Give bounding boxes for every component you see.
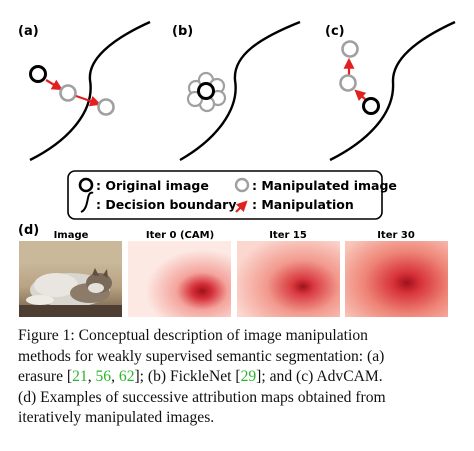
panel-a-manipulated-circle-1	[59, 84, 77, 102]
legend-manipulation-icon	[235, 200, 248, 213]
figure-caption: Figure 1: Conceptual description of imag…	[18, 326, 464, 429]
panel-c-manipulated-circle-2	[341, 40, 359, 58]
caption-ficklenet-text: ]; (b) FickleNet [	[134, 368, 241, 385]
panel-c-label: (c)	[325, 24, 345, 39]
attribution-map-iter30	[345, 241, 448, 317]
panel-b-label: (b)	[172, 24, 193, 39]
panel-c-decision-boundary	[329, 20, 456, 162]
legend-boundary-label: : Decision boundary	[96, 197, 237, 212]
panel-a-decision-boundary	[29, 20, 151, 162]
panel-a-arrow-1	[45, 79, 63, 91]
caption-advcam-text: ]; and (c) AdvCAM.	[256, 368, 383, 385]
legend-manipulated-icon	[234, 177, 250, 193]
panel-c-original-circle	[362, 97, 380, 115]
panel-a-arrow-2	[75, 94, 102, 107]
panel-a-original-circle	[29, 65, 47, 83]
panel-a-manipulated-circle-2	[97, 98, 115, 116]
panel-c-arrow-1	[354, 89, 367, 101]
panel-b-manipulated-cluster	[186, 71, 227, 113]
caption-line-1: Figure 1: Conceptual description of imag…	[18, 327, 368, 344]
caption-line-4: (d) Examples of successive attribution m…	[18, 388, 386, 406]
panel-b-original-circle	[197, 82, 215, 100]
caption-erasure-text: erasure [	[18, 368, 73, 385]
thumb-iter30-title: Iter 30	[377, 230, 415, 241]
caption-line-3: erasure [21, 56, 62]; (b) FickleNet [29]…	[18, 367, 464, 388]
thumb-image-title: Image	[54, 230, 89, 241]
caption-line-5: iteratively manipulated images.	[18, 409, 215, 426]
legend-box	[67, 170, 383, 220]
panel-c-manipulated-circle-1	[339, 74, 357, 92]
thumb-iter15-title: Iter 15	[269, 230, 307, 241]
citation-21[interactable]: 21	[72, 368, 88, 385]
attribution-map-iter15	[237, 241, 340, 317]
caption-line-2: methods for weakly supervised semantic s…	[18, 347, 385, 365]
panel-a-label: (a)	[18, 24, 39, 39]
caption-separator: ,	[111, 368, 119, 385]
legend-boundary-icon	[80, 191, 94, 213]
legend-manipulated-label: : Manipulated image	[252, 178, 397, 193]
legend-original-label: : Original image	[96, 178, 209, 193]
citation-56[interactable]: 56	[95, 368, 112, 385]
legend-manipulation-label: : Manipulation	[252, 197, 354, 212]
citation-62[interactable]: 62	[118, 368, 135, 385]
legend-original-icon	[78, 177, 94, 193]
caption-separator: ,	[87, 368, 96, 385]
citation-29[interactable]: 29	[240, 368, 257, 385]
cat-photo	[19, 241, 122, 317]
panel-d-label: (d)	[18, 223, 39, 238]
panel-b-decision-boundary	[179, 20, 301, 162]
thumb-iter0-title: Iter 0 (CAM)	[146, 230, 214, 241]
attribution-map-iter0	[128, 241, 231, 317]
